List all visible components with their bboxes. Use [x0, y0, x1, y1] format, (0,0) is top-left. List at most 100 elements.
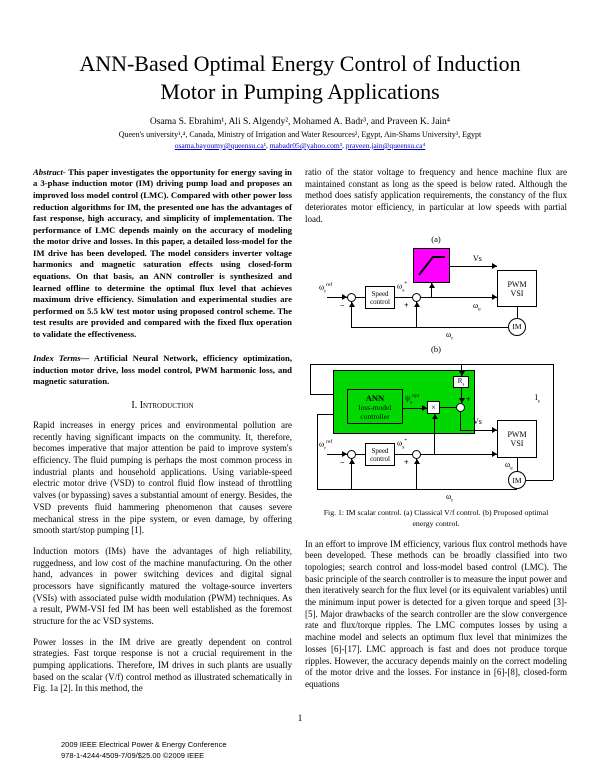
- minus-sign: −: [340, 301, 345, 311]
- pwm-vsi-block: PWM VSI: [497, 270, 537, 308]
- pwm-vsi-block: PWM VSI: [497, 420, 537, 459]
- authors-line: Osama S. Ebrahim¹, Ali S. Algendy², Moha…: [149, 116, 451, 127]
- emails-line: osama.bayoumy@queensu.ca¹, mabadr05@yaho…: [0, 141, 600, 150]
- induction-motor-circle: IM: [508, 471, 526, 490]
- wire: [351, 459, 352, 490]
- email-link-1[interactable]: osama.bayoumy@queensu.ca¹: [174, 140, 266, 150]
- wire: [416, 459, 417, 490]
- copyright-notice: 2009 IEEE Electrical Power & Energy Conf…: [61, 740, 227, 761]
- index-terms-text: Artificial Neural Network, efficiency op…: [33, 353, 292, 387]
- stator-resistance-box: Rs: [453, 376, 469, 389]
- intro-paragraph-2: Induction motors (IMs) have the advantag…: [33, 545, 292, 626]
- wire: [416, 302, 417, 328]
- wire: [450, 266, 497, 268]
- arrowhead: [492, 451, 497, 458]
- email-separator: ,: [265, 140, 270, 150]
- wire: [310, 364, 553, 366]
- omega-e-label: ωe: [473, 301, 481, 313]
- plus-sign: +: [404, 458, 409, 468]
- omega-r-label: ωr: [446, 492, 454, 504]
- wire: [460, 430, 497, 432]
- abstract-paragraph: Abstract- This paper investigates the op…: [33, 167, 292, 340]
- wire: [310, 394, 346, 396]
- arrowhead: [432, 414, 438, 420]
- arrowhead: [349, 459, 355, 465]
- email-link-3[interactable]: praveen.jain@queensu.ca⁴: [345, 140, 426, 150]
- wire: [317, 414, 318, 490]
- intro-paragraph-1: Rapid increases in energy prices and env…: [33, 420, 292, 536]
- summing-junction: [412, 293, 421, 303]
- caption-line-1: Fig. 1: IM scalar control. (a) Classical…: [323, 508, 549, 518]
- arrowhead: [492, 294, 497, 301]
- vf-curve-block: [413, 248, 450, 284]
- ann-label: ANN: [365, 392, 385, 403]
- wire: [461, 388, 462, 404]
- arrowhead: [414, 459, 420, 465]
- abstract-label: Abstract-: [33, 166, 66, 177]
- intro-paragraph-3: Power losses in the IM drive are greatly…: [33, 636, 292, 694]
- vsi-label: VSI: [510, 288, 524, 298]
- figure-1b-label: (b): [431, 344, 441, 355]
- wire: [310, 364, 311, 395]
- is-label: Is: [535, 393, 540, 405]
- wire: [317, 414, 346, 416]
- plus-sign: +: [404, 301, 409, 311]
- wire: [317, 489, 517, 491]
- control-label: control: [370, 297, 390, 306]
- pwm-label: PWM: [507, 279, 527, 289]
- omega-r-label: ωr: [446, 330, 454, 342]
- arrowhead: [459, 398, 465, 404]
- im-label: IM: [512, 322, 522, 332]
- speed-label: Speed: [371, 289, 389, 298]
- page-number: 1: [297, 714, 303, 724]
- wire: [461, 364, 462, 377]
- omega-ref-label: ωrref: [319, 439, 333, 452]
- isbn-copyright: 978-1-4244-4509-7/09/$25.00 ©2009 IEEE: [61, 750, 205, 760]
- right-column: ratio of the stator voltage to frequency…: [305, 167, 567, 704]
- figure-1: (a) Vs PWM VSI ωrref: [305, 234, 567, 528]
- controller-label: controller: [360, 412, 390, 421]
- arrowhead: [414, 302, 420, 308]
- speed-control-block: Speed control: [365, 443, 395, 467]
- paper-header: ANN-Based Optimal Energy Control of Indu…: [0, 0, 600, 150]
- arrowhead: [459, 371, 465, 377]
- arrowhead: [342, 451, 347, 458]
- email-link-2[interactable]: mabadr05@yahoo.com³: [269, 140, 342, 150]
- wire: [356, 454, 365, 456]
- wire: [395, 454, 412, 456]
- wire: [553, 364, 554, 481]
- omega-s-star-label: ωs*: [397, 281, 408, 294]
- body-paragraph-flux-control: In an effort to improve IM efficiency, v…: [305, 538, 567, 689]
- arrowhead: [429, 283, 435, 289]
- left-column: Abstract- This paper investigates the op…: [33, 167, 292, 704]
- wire: [440, 407, 456, 409]
- index-terms-label: Index Terms—: [33, 353, 90, 364]
- wire: [421, 297, 497, 299]
- multiplier-box: ×: [427, 401, 440, 415]
- minus-sign: −: [340, 458, 345, 468]
- wire: [526, 480, 553, 482]
- omega-ref-label: ωrref: [319, 282, 333, 295]
- speed-control-block: Speed control: [365, 286, 395, 310]
- omega-e-label: ωe: [505, 460, 513, 472]
- wire: [356, 297, 365, 299]
- wire: [351, 302, 352, 328]
- wire: [460, 412, 461, 431]
- vf-curve-icon: [418, 256, 445, 276]
- abstract-text: This paper investigates the opportunity …: [33, 166, 292, 339]
- arrowhead: [422, 405, 427, 412]
- summing-junction: [412, 450, 421, 460]
- ann-loss-model-box: ANN loss-model controller: [347, 389, 403, 425]
- body-paragraph-continuation: ratio of the stator voltage to frequency…: [305, 166, 567, 224]
- times-sign: ×: [431, 403, 436, 413]
- wire: [517, 307, 518, 319]
- induction-motor-circle: IM: [508, 318, 526, 337]
- wire: [434, 414, 435, 455]
- caption-line-2: energy control.: [412, 518, 460, 528]
- arrowhead: [492, 263, 497, 270]
- speed-label: Speed: [371, 446, 389, 455]
- vsi-label: VSI: [510, 439, 524, 449]
- psi-opt-label: ψsopt: [405, 393, 420, 406]
- arrowhead: [492, 427, 497, 434]
